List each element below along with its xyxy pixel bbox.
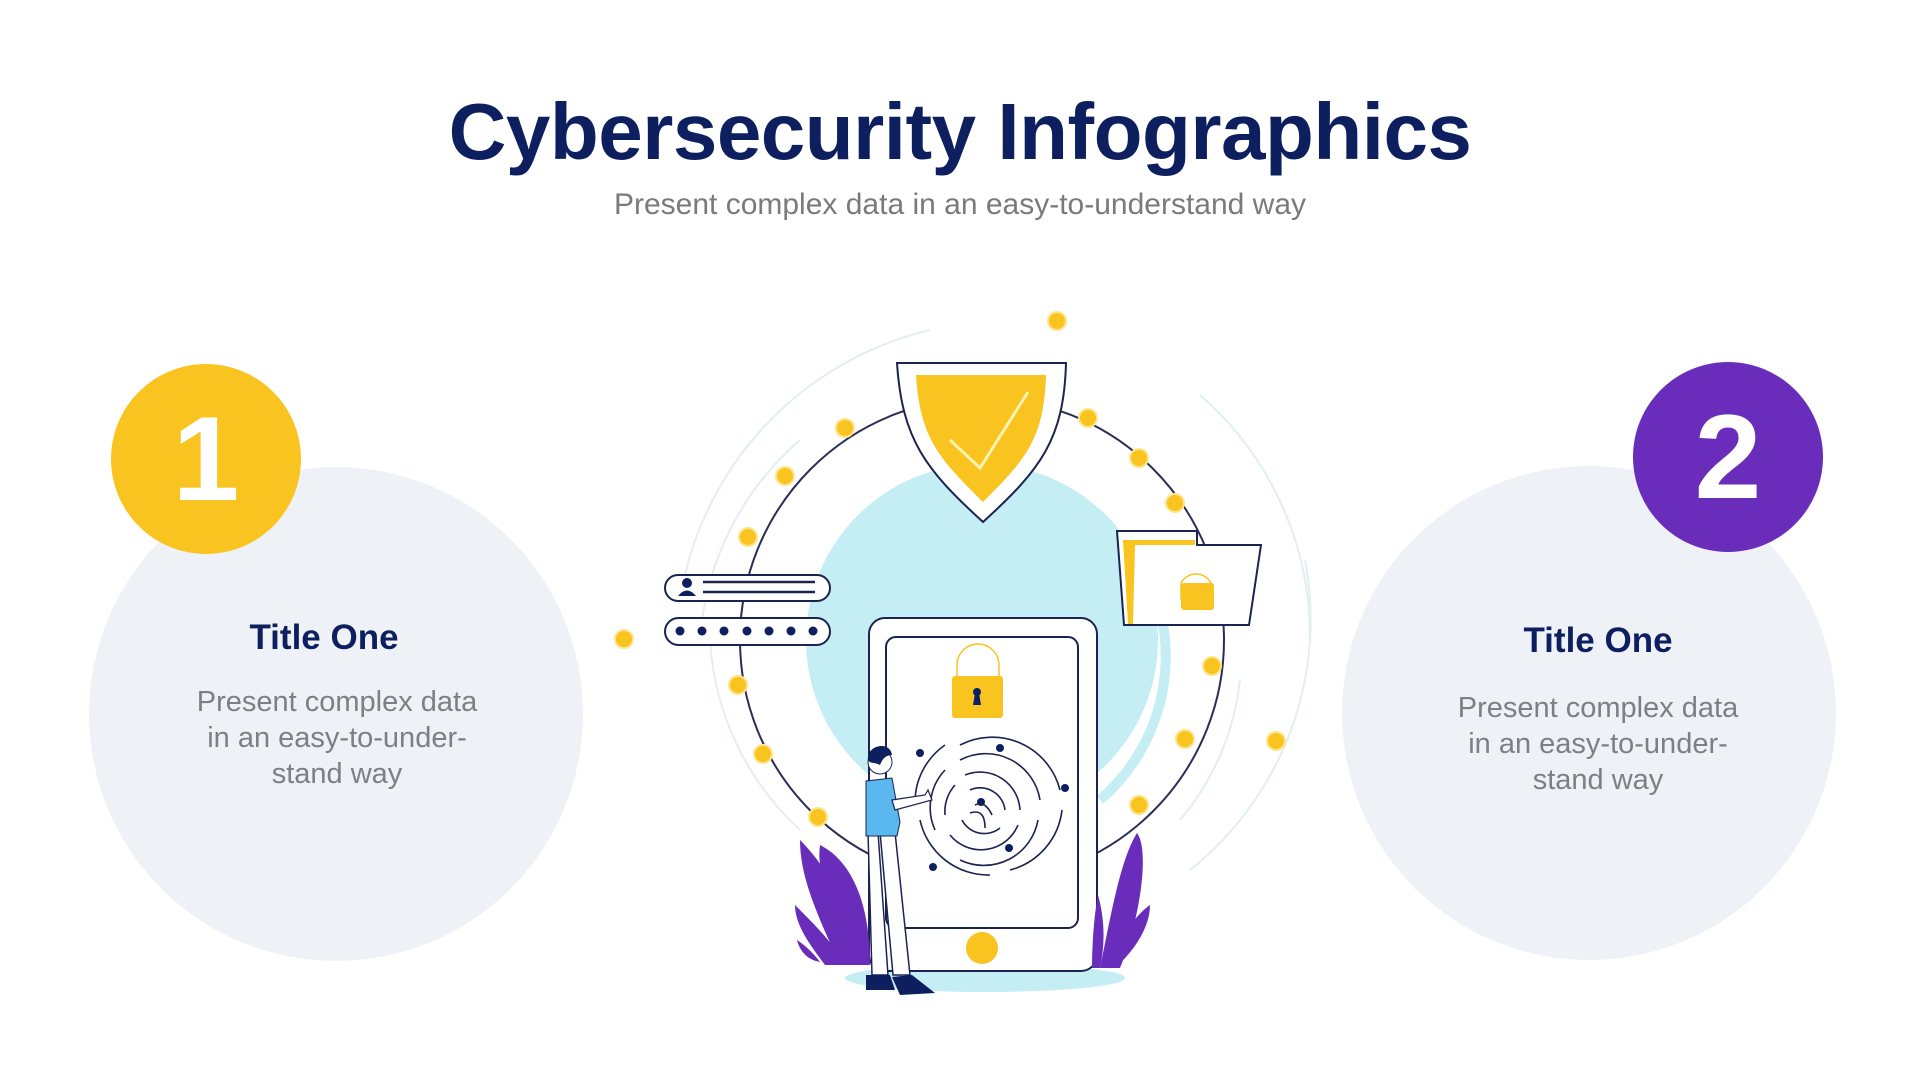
card-one-number-badge: 1 — [111, 364, 301, 554]
username-field — [664, 574, 831, 602]
page-title: Cybersecurity Infographics — [448, 87, 1472, 176]
background-arcs — [679, 329, 1312, 871]
card-two-number: 2 — [1694, 390, 1762, 524]
card-two-title: Title One — [1523, 621, 1673, 660]
card-two-number-badge: 2 — [1633, 362, 1823, 552]
cybersecurity-illustration — [614, 311, 1312, 995]
fingerprint-icon — [914, 736, 1063, 876]
shield-check-icon — [895, 362, 1068, 524]
plant-right — [1092, 833, 1150, 968]
card-one-number: 1 — [172, 392, 240, 526]
card-two-description-line: in an easy-to-under- — [1468, 728, 1728, 760]
card-one-title: Title One — [249, 618, 399, 657]
plant-left — [795, 840, 870, 965]
person-figure — [865, 745, 935, 995]
password-field — [664, 617, 831, 646]
card-one-description-line: stand way — [271, 758, 403, 790]
phone-device — [868, 617, 1098, 972]
ring-dots — [614, 311, 1286, 827]
card-two-description: Present complex data in an easy-to-under… — [1398, 690, 1798, 798]
card-one-description-line: in an easy-to-under- — [207, 722, 467, 754]
card-two-description-line: stand way — [1532, 764, 1664, 796]
card-one-background — [89, 467, 583, 961]
card-two-description-line: Present complex data — [1457, 692, 1739, 724]
card-one-description: Present complex data in an easy-to-under… — [137, 684, 537, 792]
home-button — [966, 932, 998, 964]
folder-lock-icon — [1115, 530, 1263, 626]
card-one-description-line: Present complex data — [196, 686, 478, 718]
phone-padlock-icon — [952, 643, 1003, 718]
page-subtitle: Present complex data in an easy-to-under… — [613, 188, 1307, 221]
